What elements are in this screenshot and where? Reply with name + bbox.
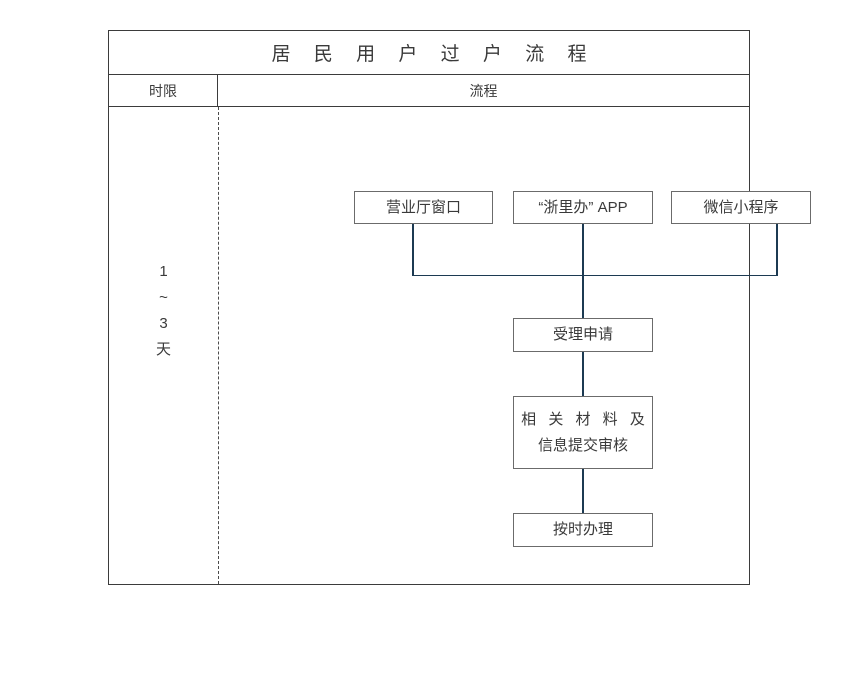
node-zhelibao-app[interactable]: “浙里办” APP (513, 191, 653, 224)
process-table: 居 民 用 户 过 户 流 程 时限 流程 1 ~ 3 天 营业厅窗口 “浙里办… (108, 30, 811, 585)
connector-wechat-down (776, 224, 778, 276)
node-accept-label: 受理申请 (552, 326, 613, 343)
connector-merge-bus (412, 274, 777, 277)
column-header-time: 时限 (109, 75, 218, 106)
column-header-row: 时限 流程 (109, 75, 749, 107)
connector-materials-to-ontime (582, 469, 584, 513)
node-submit-materials-review[interactable]: 相 关 材 料 及 信息提交审核 (513, 396, 653, 469)
node-materials-label-line1: 相 关 材 料 及 (521, 410, 649, 428)
duration-value: 1 ~ 3 天 (109, 107, 218, 584)
node-wechat-miniprogram[interactable]: 微信小程序 (671, 191, 811, 224)
duration-from: 1 (159, 263, 168, 280)
connector-accept-to-materials (582, 352, 584, 396)
connector-hall-down (412, 224, 414, 276)
duration-unit: 天 (155, 341, 171, 358)
node-accept-application[interactable]: 受理申请 (513, 318, 653, 352)
title-row: 居 民 用 户 过 户 流 程 (109, 31, 749, 75)
page-title: 居 民 用 户 过 户 流 程 (271, 44, 596, 65)
node-app-label: “浙里办” APP (538, 198, 628, 216)
node-ontime-label: 按时办理 (552, 521, 613, 538)
duration-tilde: ~ (159, 289, 168, 306)
node-business-hall-window[interactable]: 营业厅窗口 (354, 191, 493, 224)
node-hall-label: 营业厅窗口 (385, 198, 461, 216)
node-process-on-time[interactable]: 按时办理 (513, 513, 653, 547)
column-header-flow: 流程 (469, 82, 498, 99)
column-divider-dashed (218, 107, 219, 584)
node-materials-label-line2: 信息提交审核 (537, 436, 628, 454)
node-wechat-label: 微信小程序 (703, 198, 779, 216)
duration-to: 3 (159, 315, 168, 332)
connector-app-down (582, 224, 584, 318)
